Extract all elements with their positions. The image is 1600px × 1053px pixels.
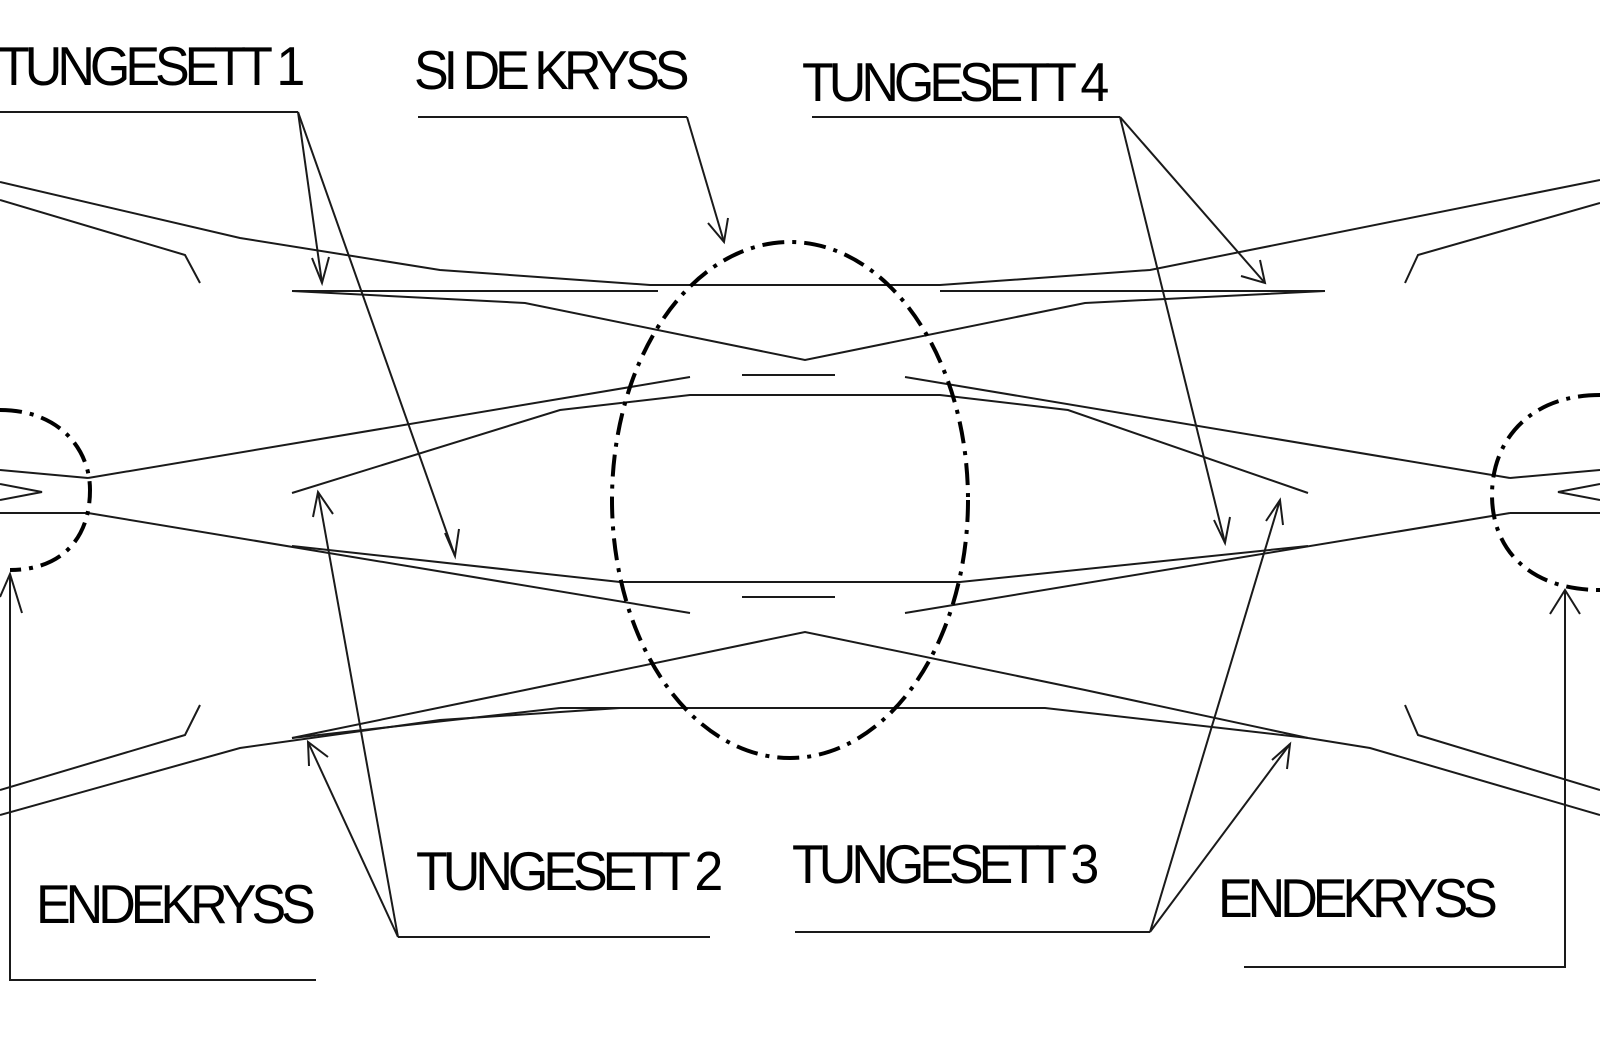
leader-lines xyxy=(0,111,1581,981)
track-mid-lower-right xyxy=(904,512,1511,614)
leader-t4-b xyxy=(1119,116,1226,544)
label-tungesett-3: TUNGESETT 3 xyxy=(792,834,1099,896)
side-crossing-outline xyxy=(610,240,970,760)
arrow-t1-a xyxy=(311,256,330,287)
arrow-t4-b xyxy=(1213,516,1231,547)
track-mid-upper-left xyxy=(87,376,691,479)
end-cross-right-v xyxy=(1557,483,1600,501)
end-cross-left-upper xyxy=(0,469,89,479)
arrow-t2-a xyxy=(312,489,334,518)
label-tungesett-1: TUNGESETT 1 xyxy=(0,36,305,98)
arrow-end-left xyxy=(0,571,23,614)
leader-end-left xyxy=(9,574,316,981)
track-top-left-inner xyxy=(0,199,201,284)
leader-side xyxy=(686,116,725,243)
label-endekryss-right: ENDEKRYSS xyxy=(1218,868,1498,930)
end-cross-right-upper xyxy=(1509,469,1600,479)
label-endekryss-left: ENDEKRYSS xyxy=(36,874,316,936)
arrow-t1-b xyxy=(444,528,460,560)
track-lower-straight xyxy=(560,707,1309,739)
track-bottom-right-outer xyxy=(1307,737,1600,816)
track-bottom-left-inner xyxy=(0,704,201,791)
arrow-t3-b xyxy=(1271,741,1292,770)
arrow-end-right xyxy=(1549,588,1581,615)
leader-t3-a xyxy=(1149,499,1281,933)
end-crossing-left-outline xyxy=(0,408,93,572)
track-inner-lower xyxy=(291,545,1309,583)
track-top-left-outer xyxy=(0,179,1600,286)
leader-t1-b xyxy=(297,111,456,557)
label-side-kryss: SI DE KRYSS xyxy=(414,40,690,102)
track-inner-upper xyxy=(291,394,1309,494)
end-cross-left-v xyxy=(0,483,43,501)
leader-end-right xyxy=(1244,590,1566,968)
leader-t3-b xyxy=(1149,743,1291,933)
end-crossing-right-outline xyxy=(1489,393,1600,592)
tongue-rail-2 xyxy=(291,707,561,739)
track-bottom-left-outer xyxy=(0,707,621,816)
leader-t1-a xyxy=(297,111,323,284)
track-top-right-inner xyxy=(1404,202,1600,284)
label-tungesett-4: TUNGESETT 4 xyxy=(802,52,1109,114)
leader-t2-b xyxy=(307,741,399,938)
track-lines xyxy=(0,179,1600,816)
dashed-regions xyxy=(0,240,1600,760)
track-upper-v xyxy=(291,290,1326,362)
arrow-t2-b xyxy=(306,739,329,767)
arrow-t3-a xyxy=(1265,497,1284,526)
track-mid-lower-left xyxy=(87,512,691,614)
track-lower-v xyxy=(291,630,1309,739)
leader-t4-a xyxy=(1119,116,1266,284)
track-bottom-right-inner xyxy=(1404,704,1600,791)
arrow-side xyxy=(707,217,729,245)
leader-t2-a xyxy=(317,491,399,938)
arrow-t4-a xyxy=(1240,259,1267,285)
label-tungesett-2: TUNGESETT 2 xyxy=(416,841,723,903)
track-mid-upper-right xyxy=(904,376,1511,479)
